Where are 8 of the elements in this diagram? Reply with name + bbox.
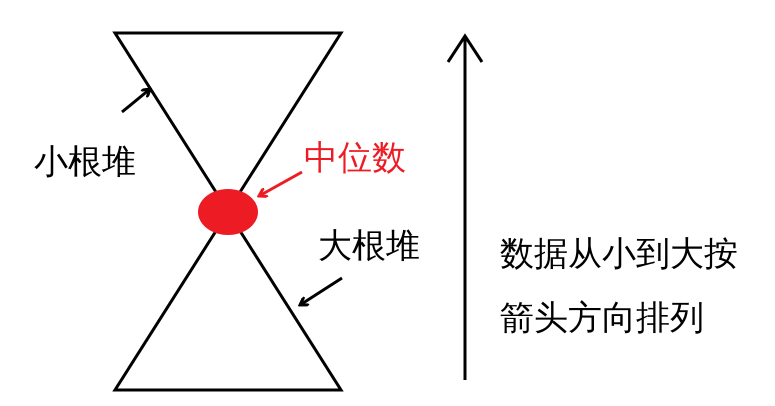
leader-arrow: [298, 276, 343, 306]
node-label: 小根堆: [34, 142, 136, 182]
node-label: 大根堆: [318, 226, 420, 266]
leader-arrow: [258, 170, 303, 198]
median-dot: [198, 189, 258, 235]
node-label: 中位数: [304, 138, 406, 178]
leader-arrow: [121, 88, 152, 114]
note-text: 数据从小到大按箭头方向排列: [500, 233, 739, 340]
